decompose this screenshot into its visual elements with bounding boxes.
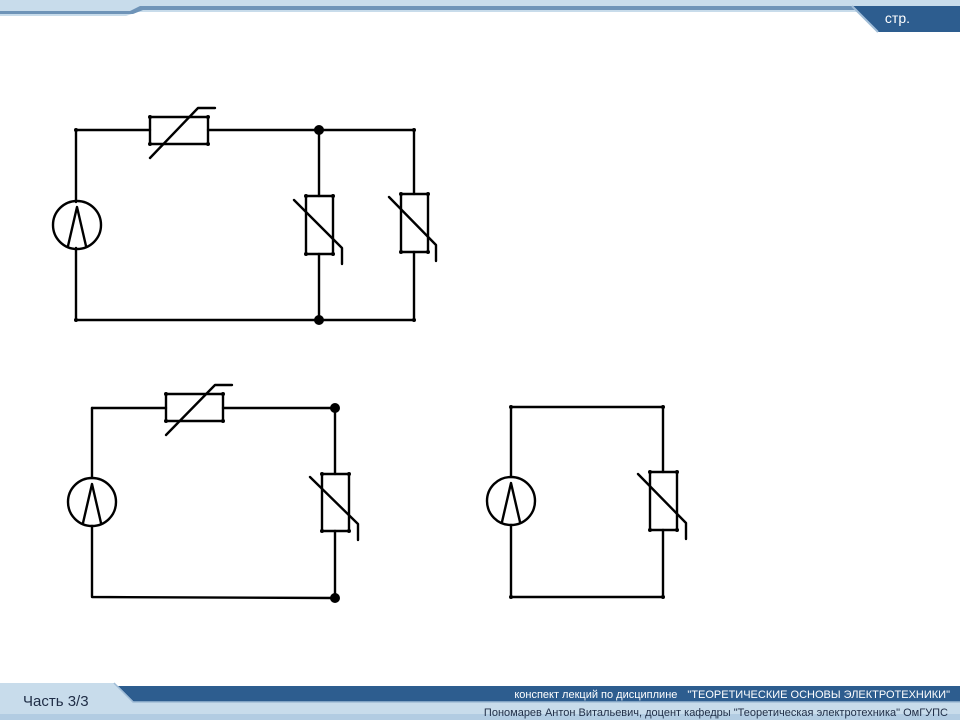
page-number-label: стр. <box>884 10 910 26</box>
load-nonlinear-resistor-icon <box>308 472 360 542</box>
course-prefix: конспект лекций по дисциплине <box>514 689 678 701</box>
course-title: "ТЕОРЕТИЧЕСКИЕ ОСНОВЫ ЭЛЕКТРОТЕХНИКИ" <box>687 689 950 701</box>
circuit-2 <box>66 383 360 603</box>
node-junctions <box>74 115 430 325</box>
circuit-1 <box>51 106 438 325</box>
parallel-nonlinear-resistor-2-icon <box>387 192 438 263</box>
node-junctions <box>509 405 679 599</box>
node-junctions <box>164 392 351 603</box>
author-line: Пономарев Антон Витальевич, доцент кафед… <box>483 707 948 719</box>
circuit-3 <box>485 405 688 599</box>
series-nonlinear-resistor-icon <box>164 383 234 437</box>
voltage-source-icon <box>51 199 103 251</box>
parallel-nonlinear-resistor-1-icon <box>292 194 344 266</box>
footer-bar <box>0 682 960 720</box>
circuit-2-wires <box>90 406 337 600</box>
part-label: Часть 3/3 <box>23 693 89 710</box>
course-line: конспект лекций по дисциплине "ТЕОРЕТИЧЕС… <box>514 689 950 701</box>
circuit-1-wires <box>74 128 416 322</box>
series-nonlinear-resistor-icon <box>148 106 217 160</box>
nonlinear-resistor-icon <box>636 470 688 541</box>
voltage-source-icon <box>66 476 118 528</box>
header-bar <box>0 0 960 33</box>
voltage-source-icon <box>485 475 537 527</box>
